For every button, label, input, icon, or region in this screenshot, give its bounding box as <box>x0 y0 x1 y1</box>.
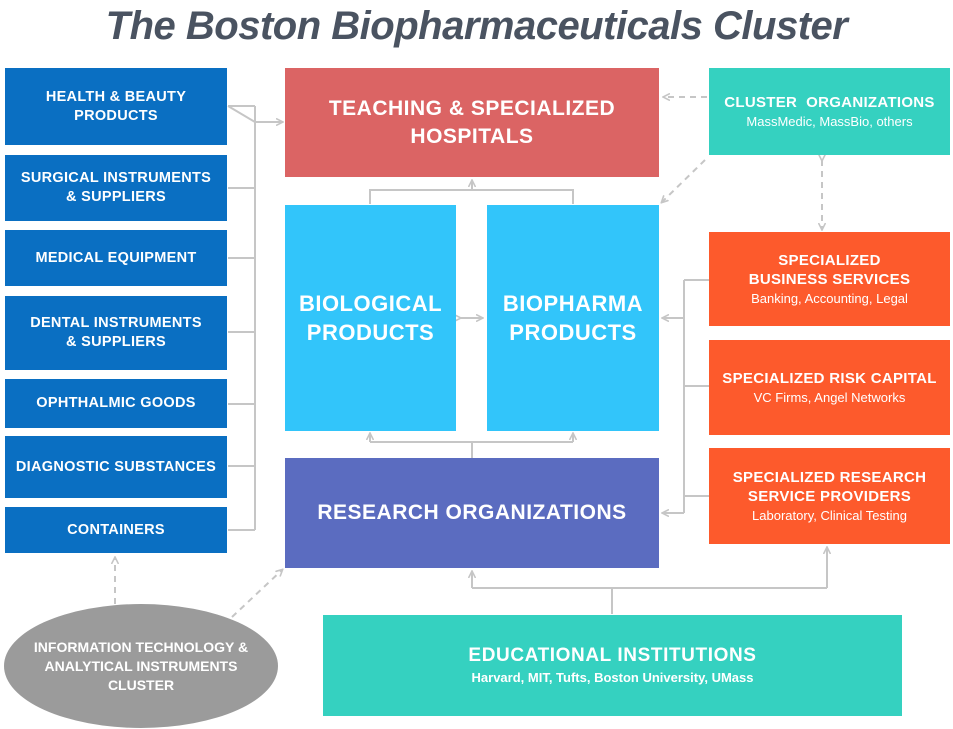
dental-instruments-label: DENTAL INSTRUMENTS & SUPPLIERS <box>30 315 202 350</box>
surgical-instruments-label: SURGICAL INSTRUMENTS & SUPPLIERS <box>20 170 212 205</box>
cluster-organizations-sub: MassMedic, MassBio, others <box>746 113 913 129</box>
diagnostic-substances-box: DIAGNOSTIC SUBSTANCES <box>5 436 227 498</box>
risk-capital-box: SPECIALIZED RISK CAPITAL VC Firms, Angel… <box>709 340 950 435</box>
surgical-instruments-box: SURGICAL INSTRUMENTS & SUPPLIERS <box>5 155 227 221</box>
cluster-organizations-title: CLUSTER ORGANIZATIONS <box>724 93 935 111</box>
research-service-providers-box: SPECIALIZED RESEARCH SERVICE PROVIDERS L… <box>709 448 950 544</box>
biopharma-products-label: BIOPHARMA PRODUCTS <box>502 291 644 345</box>
risk-capital-sub: VC Firms, Angel Networks <box>753 389 906 405</box>
research-service-providers-sub: Laboratory, Clinical Testing <box>752 507 907 523</box>
health-beauty-products-label: HEALTH & BEAUTY PRODUCTS <box>45 88 187 124</box>
ophthalmic-goods-box: OPHTHALMIC GOODS <box>5 379 227 428</box>
containers-box: CONTAINERS <box>5 507 227 553</box>
biopharma-products-box: BIOPHARMA PRODUCTS <box>487 205 659 431</box>
biological-products-box: BIOLOGICAL PRODUCTS <box>285 205 456 431</box>
page-title: The Boston Biopharmaceuticals Cluster <box>105 4 848 48</box>
containers-label: CONTAINERS <box>67 521 165 538</box>
it-cluster-label: INFORMATION TECHNOLOGY & ANALYTICAL INST… <box>33 638 249 693</box>
risk-capital-title: SPECIALIZED RISK CAPITAL <box>722 369 937 387</box>
cluster-organizations-box: CLUSTER ORGANIZATIONS MassMedic, MassBio… <box>709 68 950 155</box>
diagnostic-substances-label: DIAGNOSTIC SUBSTANCES <box>15 458 217 475</box>
medical-equipment-label: MEDICAL EQUIPMENT <box>35 249 197 266</box>
left-bus-line <box>227 105 256 123</box>
dental-instruments-box: DENTAL INSTRUMENTS & SUPPLIERS <box>5 296 227 370</box>
business-services-title: SPECIALIZED BUSINESS SERVICES <box>748 251 911 288</box>
business-services-box: SPECIALIZED BUSINESS SERVICES Banking, A… <box>709 232 950 326</box>
biological-products-label: BIOLOGICAL PRODUCTS <box>298 291 443 345</box>
it-cluster-ellipse: INFORMATION TECHNOLOGY & ANALYTICAL INST… <box>4 604 278 728</box>
teaching-hospitals-box: TEACHING & SPECIALIZED HOSPITALS <box>285 68 659 177</box>
research-organizations-label: RESEARCH ORGANIZATIONS <box>317 501 627 524</box>
educational-institutions-sub: Harvard, MIT, Tufts, Boston University, … <box>471 670 754 685</box>
ophthalmic-goods-label: OPHTHALMIC GOODS <box>36 395 196 411</box>
research-organizations-box: RESEARCH ORGANIZATIONS <box>285 458 659 568</box>
health-beauty-products-box: HEALTH & BEAUTY PRODUCTS <box>5 68 227 145</box>
educational-institutions-box: EDUCATIONAL INSTITUTIONS Harvard, MIT, T… <box>323 615 902 716</box>
business-services-sub: Banking, Accounting, Legal <box>751 290 908 306</box>
educational-institutions-title: EDUCATIONAL INSTITUTIONS <box>468 645 757 666</box>
medical-equipment-box: MEDICAL EQUIPMENT <box>5 230 227 286</box>
teaching-hospitals-label: TEACHING & SPECIALIZED HOSPITALS <box>328 96 616 148</box>
research-service-providers-title: SPECIALIZED RESEARCH SERVICE PROVIDERS <box>732 468 927 505</box>
